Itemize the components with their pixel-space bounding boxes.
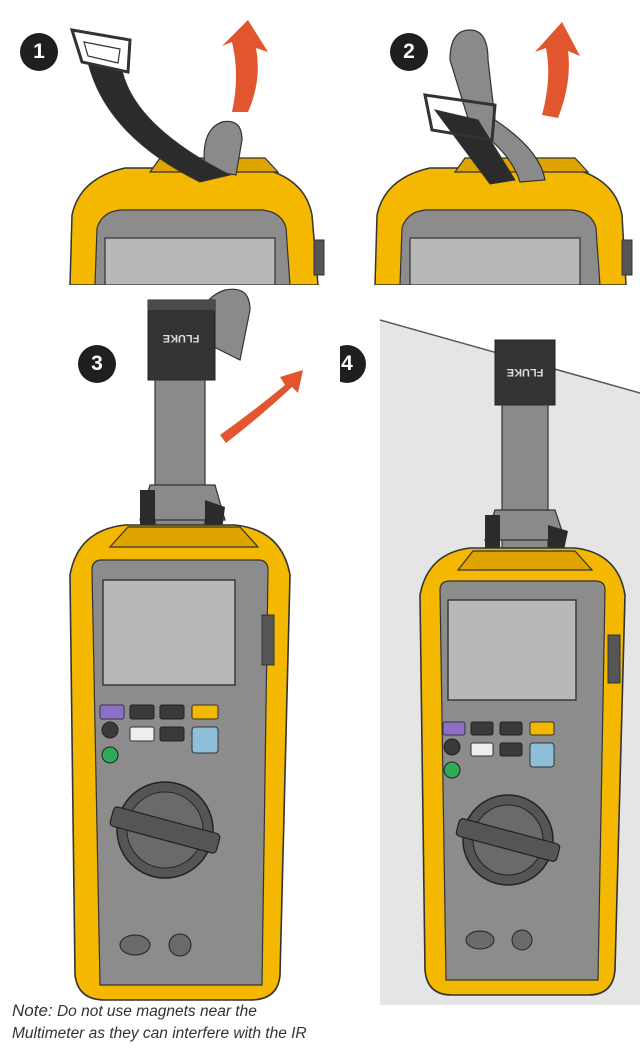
step-2-badge: 2 <box>390 33 428 71</box>
step-3-badge: 3 <box>78 345 116 383</box>
lift-arrow-icon <box>222 20 268 112</box>
step-3-illustration: FLUKE <box>69 288 303 1001</box>
step-1-illustration <box>69 20 325 285</box>
lift-arrow-icon <box>535 22 580 118</box>
step-3-panel: FLUKE 3 <box>0 285 340 1005</box>
note-line-2: Multimeter as they can interfere with th… <box>12 1025 307 1042</box>
swing-arrow-icon <box>220 370 303 443</box>
brand-mark: FLUKE <box>163 332 200 344</box>
note-text: Note: Do not use magnets near the Multim… <box>12 1000 392 1045</box>
step-2-illustration <box>374 22 633 285</box>
step-4-illustration: FLUKE <box>379 319 640 1005</box>
note-label: Note: <box>12 1001 53 1020</box>
note-line-1: Do not use magnets near the <box>56 1003 257 1020</box>
step-1-panel: 1 <box>0 0 330 285</box>
step-2-panel: 2 <box>330 0 640 285</box>
brand-mark: FLUKE <box>507 366 544 378</box>
step-1-badge: 1 <box>20 33 58 71</box>
step-4-panel: FLUKE 4 <box>340 285 640 1005</box>
